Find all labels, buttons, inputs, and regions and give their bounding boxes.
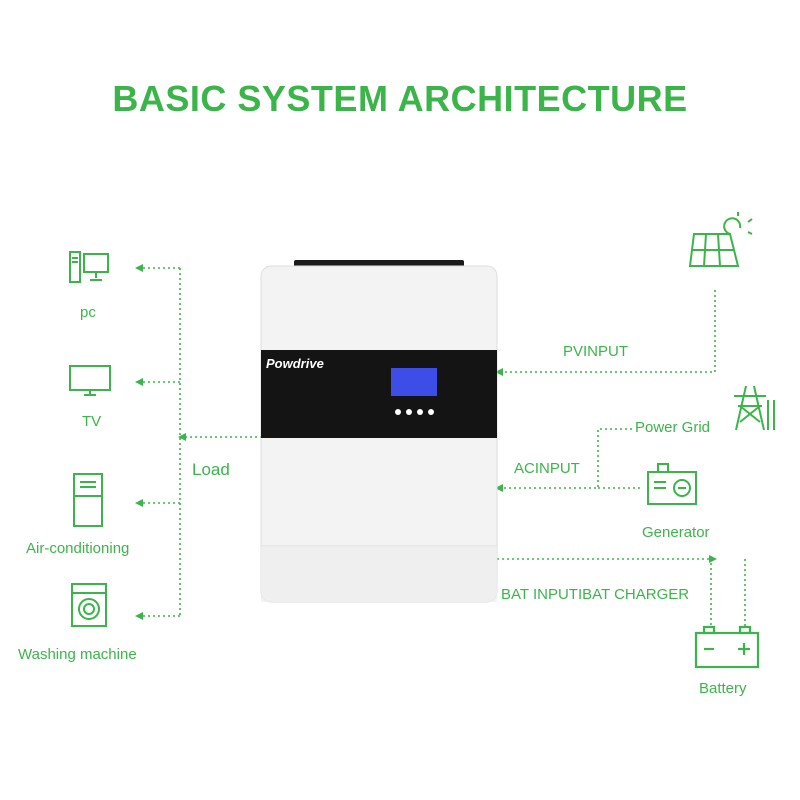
battery-link-label: BAT INPUTIBAT CHARGER (501, 586, 690, 603)
load-item-tv: TV (82, 413, 102, 430)
air-conditioner-icon (73, 473, 103, 527)
power-grid-label: Power Grid (635, 419, 711, 436)
generator-icon (647, 463, 697, 505)
ac-input-line (495, 428, 632, 492)
pv-input-label: PVINPUT (563, 343, 629, 360)
tv-icon (69, 365, 111, 396)
load-item-pc: pc (80, 304, 96, 321)
diagram-title: BASIC SYSTEM ARCHITECTURE (112, 78, 688, 119)
pv-line (495, 290, 716, 376)
ac-input-label: ACINPUT (514, 460, 580, 477)
power-tower-icon (734, 385, 775, 431)
generator-label: Generator (642, 524, 710, 541)
device-brand: Powdrive (266, 356, 324, 371)
battery-label: Battery (699, 680, 747, 697)
solar-panel-icon (688, 212, 753, 267)
inverter-device (260, 260, 498, 603)
load-item-air-conditioning: Air-conditioning (26, 540, 130, 557)
washing-machine-icon (71, 583, 107, 627)
load-item-washing-machine: Washing machine (18, 646, 137, 663)
computer-icon (69, 251, 109, 283)
battery-icon (694, 625, 760, 669)
load-label: Load (192, 460, 230, 479)
